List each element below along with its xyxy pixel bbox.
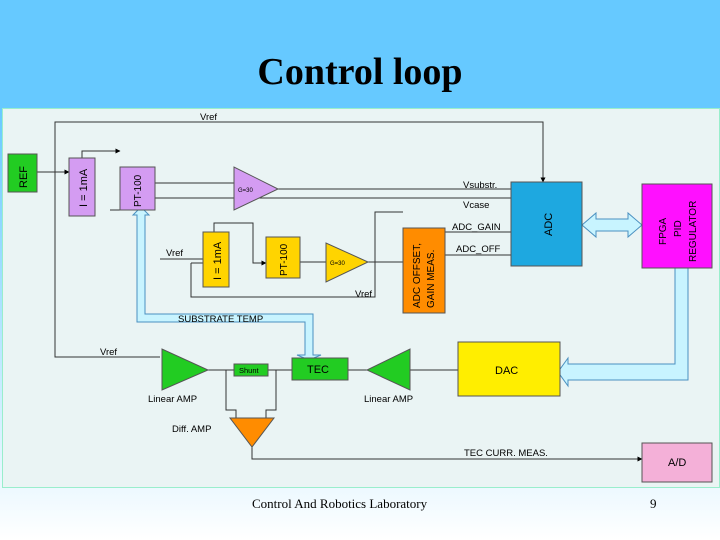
current-source-2: I = 1mA — [202, 231, 230, 288]
linear-amp-right-label: Linear AMP — [364, 394, 413, 405]
svg-text:G=30: G=30 — [238, 188, 254, 194]
svg-text:A/D: A/D — [668, 457, 686, 469]
vref-top-label: Vref — [200, 112, 217, 123]
svg-text:PT-100: PT-100 — [133, 174, 144, 207]
svg-text:ADC: ADC — [543, 213, 555, 236]
fpga-block: FPGA PID REGULATOR — [641, 183, 713, 269]
signal-labels: Vref Vsubstr. Vcase ADC_GAIN ADC_OFF Vre… — [100, 112, 548, 459]
vcase-label: Vcase — [463, 200, 489, 211]
diff-amp — [228, 417, 276, 448]
tec-block: TEC — [291, 357, 349, 381]
svg-text:FPGA: FPGA — [658, 217, 669, 245]
linear-amp-right — [365, 348, 411, 391]
page-number: 9 — [650, 496, 657, 511]
shunt-block: Shunt — [233, 363, 269, 377]
ad-block: A/D — [641, 442, 713, 483]
fpga-dac-arrow — [557, 267, 689, 388]
footer-text: Control And Robotics Laboratory — [252, 496, 428, 511]
vref-mid-label: Vref — [166, 248, 183, 259]
adc-offset-gain-block: ADC OFFSET, GAIN MEAS. — [402, 227, 446, 314]
linear-amp-left-label: Linear AMP — [148, 394, 197, 405]
adc-block: ADC — [510, 181, 583, 267]
svg-text:G=30: G=30 — [330, 261, 346, 267]
pt100-block-1: PT-100 — [119, 166, 156, 211]
current-source-1: I = 1mA — [68, 157, 96, 217]
vsubstr-label: Vsubstr. — [463, 180, 497, 191]
vref-low-label: Vref — [355, 289, 372, 300]
substrate-temp-arrow — [131, 206, 322, 361]
linear-amp-left — [161, 348, 210, 391]
substrate-temp-label: SUBSTRATE TEMP — [178, 314, 263, 325]
adc-fpga-arrow — [581, 211, 643, 239]
diff-amp-label: Diff. AMP — [172, 424, 211, 435]
gain-amp-1: G=30 — [233, 166, 280, 211]
tec-curr-meas-label: TEC CURR. MEAS. — [464, 448, 548, 459]
signal-wires — [37, 121, 643, 462]
pt100-block-2: PT-100 — [265, 236, 301, 279]
slide-title: Control loop — [257, 51, 463, 93]
svg-text:ADC OFFSET,: ADC OFFSET, — [412, 243, 423, 308]
vref-linear-label: Vref — [100, 347, 117, 358]
svg-text:REGULATOR: REGULATOR — [688, 201, 699, 262]
svg-text:REF: REF — [18, 166, 30, 188]
data-flow-arrows — [131, 206, 689, 388]
svg-text:DAC: DAC — [495, 365, 518, 377]
svg-text:PID: PID — [673, 220, 684, 237]
gain-amp-2: G=30 — [325, 242, 370, 283]
dac-block: DAC — [457, 341, 561, 397]
svg-text:TEC: TEC — [307, 364, 329, 376]
svg-text:GAIN MEAS.: GAIN MEAS. — [426, 250, 437, 308]
adc-gain-label: ADC_GAIN — [452, 222, 501, 233]
svg-text:I = 1mA: I = 1mA — [212, 241, 224, 280]
ref-block: REF — [7, 153, 38, 193]
svg-text:Shunt: Shunt — [239, 366, 260, 375]
svg-text:PT-100: PT-100 — [279, 243, 290, 276]
adc-off-label: ADC_OFF — [456, 244, 501, 255]
svg-text:I = 1mA: I = 1mA — [78, 168, 90, 207]
